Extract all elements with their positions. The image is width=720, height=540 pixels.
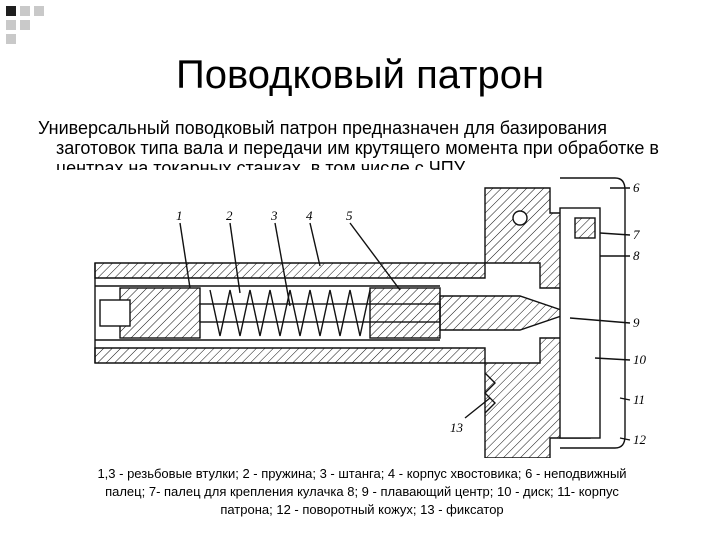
cam-pin xyxy=(574,217,596,239)
part-label-6: 6 xyxy=(633,180,640,195)
shank-body-lower xyxy=(94,347,486,364)
intro-text: Универсальный поводковый патрон предназн… xyxy=(38,118,678,170)
threaded-sleeve-3 xyxy=(369,287,441,339)
spring xyxy=(209,289,371,337)
page-title: Поводковый патрон xyxy=(175,53,545,97)
threaded-sleeve-1 xyxy=(119,287,201,339)
part-label-10: 10 xyxy=(633,352,647,367)
figure-caption: 1,3 - резьбовые втулки; 2 - пружина; 3 -… xyxy=(62,465,662,519)
part-label-13: 13 xyxy=(450,420,464,435)
caption-line-3: патрона; 12 - поворотный кожух; 13 - фик… xyxy=(220,502,504,517)
chuck-drawing: 1 2 3 4 5 6 7 8 9 10 11 12 13 xyxy=(94,177,647,458)
shank-body xyxy=(94,262,486,279)
fixed-pin xyxy=(512,210,528,226)
caption-line-2: палец; 7- палец для крепления кулачка 8;… xyxy=(105,484,619,499)
intro-line-3: центрах на токарных станках, в том числе… xyxy=(56,158,468,170)
intro-line-2: заготовок типа вала и передачи им крутящ… xyxy=(56,138,659,158)
floating-center xyxy=(439,295,573,331)
latch xyxy=(484,372,496,414)
part-label-11: 11 xyxy=(633,392,645,407)
caption-line-1: 1,3 - резьбовые втулки; 2 - пружина; 3 -… xyxy=(97,466,627,481)
rotating-cover xyxy=(560,177,626,449)
part-label-7: 7 xyxy=(633,227,640,242)
corner-decoration xyxy=(6,6,44,44)
part-label-2: 2 xyxy=(226,208,233,223)
part-label-4: 4 xyxy=(306,208,313,223)
part-label-1: 1 xyxy=(176,208,183,223)
part-label-5: 5 xyxy=(346,208,353,223)
part-label-12: 12 xyxy=(633,432,647,447)
part-label-9: 9 xyxy=(633,315,640,330)
part-label-3: 3 xyxy=(270,208,278,223)
disk xyxy=(559,207,601,439)
intro-line-1: Универсальный поводковый патрон предназн… xyxy=(38,118,607,138)
part-label-8: 8 xyxy=(633,248,640,263)
